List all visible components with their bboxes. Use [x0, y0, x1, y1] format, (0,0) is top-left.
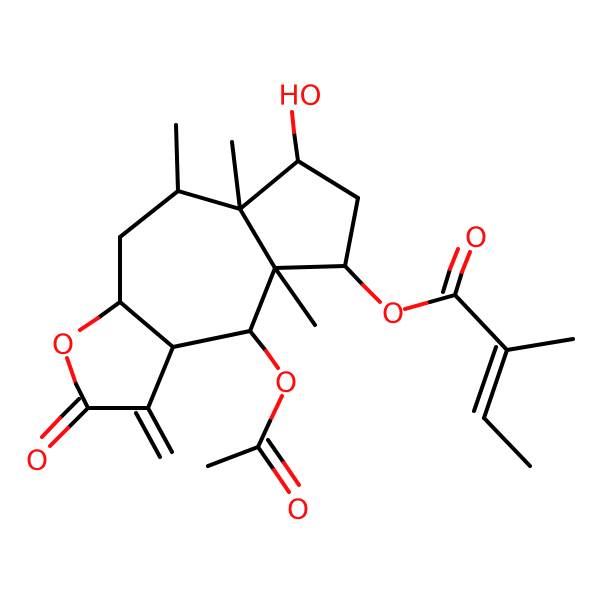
bond-c12-c8 [273, 264, 347, 270]
lactone-carbonyl-oxygen-label: O [26, 444, 48, 477]
bond-c1-c2 [118, 300, 175, 349]
bond-lactone-co-black-a [66, 406, 90, 430]
bond-c10-c11 [296, 159, 360, 200]
bond-alpha-beta-b [472, 345, 498, 413]
bond-ester-co-red-a [460, 250, 472, 274]
bond-ester-co-black-b [441, 267, 452, 294]
bond-ringO-c4-black [74, 382, 90, 410]
bond-methyl-c6 [174, 123, 180, 193]
bond-acet-co-black-b [266, 438, 286, 465]
bond-c7-c10 [238, 159, 300, 211]
carbon-skeleton-bonds [86, 123, 575, 468]
bond-c7-c8 [238, 207, 277, 270]
bond-c8-c9 [248, 266, 277, 333]
bond-methylene-b [134, 411, 162, 459]
ester-oxygen-label: O [382, 297, 404, 330]
bond-c9-c2 [171, 329, 252, 349]
bond-c9-acetO-black [248, 329, 268, 353]
bond-c10-hydroxyl-black [292, 130, 300, 163]
bond-c9-acetO-red [264, 349, 280, 370]
bond-acetO-acetC-red [268, 394, 284, 423]
bond-acet-co-red-a [272, 468, 291, 494]
bond-ester-carbon-alpha [453, 293, 509, 352]
bond-c1-ringO-red [78, 316, 100, 332]
bond-c6-c7 [176, 189, 242, 211]
bond-acetyl-carbon-methyl [206, 445, 260, 468]
oxygen-bonds [40, 110, 472, 494]
atom-labels: HO O O O O O O [26, 79, 487, 526]
bond-acet-co-red-b [282, 461, 301, 487]
ring-oxygen-label: O [52, 328, 74, 361]
bond-beta-methyl [482, 416, 532, 468]
bond-alpha-methyl [505, 337, 575, 352]
hydroxyl-label: HO [278, 79, 321, 112]
bond-esterO-esterC-red [403, 300, 432, 311]
bond-acetO-acetC-black [256, 419, 272, 449]
bond-c12-esterO-red [361, 283, 382, 304]
bond-c12-esterO-black [343, 264, 365, 287]
bond-c5-c6 [118, 189, 180, 239]
bond-lactone-co-black-b [58, 397, 81, 420]
acetate-carbonyl-oxygen-label: O [287, 493, 309, 526]
bond-esterO-esterC-black [428, 293, 457, 304]
bond-methyl-c7 [230, 140, 242, 211]
bond-acet-co-black-a [256, 445, 276, 472]
bond-alpha-beta-a [482, 348, 509, 420]
acetate-ester-oxygen-label: O [275, 366, 297, 399]
bond-ringO-c4-red [65, 356, 78, 386]
bond-lactone-co-red-a [48, 426, 70, 448]
bond-c10-hydroxyl-red [290, 110, 296, 134]
bond-lactone-co-red-b [40, 416, 62, 439]
ester-carbonyl-oxygen-label: O [465, 221, 487, 254]
bond-c1-ringO-black [96, 300, 122, 320]
bond-c2-c3 [146, 345, 175, 410]
bond-methylene-a [146, 406, 174, 454]
bond-ester-co-red-b [448, 247, 460, 271]
bond-methyl-c8 [273, 266, 317, 327]
bond-ester-co-black-a [453, 270, 464, 297]
bond-c11-c12 [343, 196, 360, 268]
